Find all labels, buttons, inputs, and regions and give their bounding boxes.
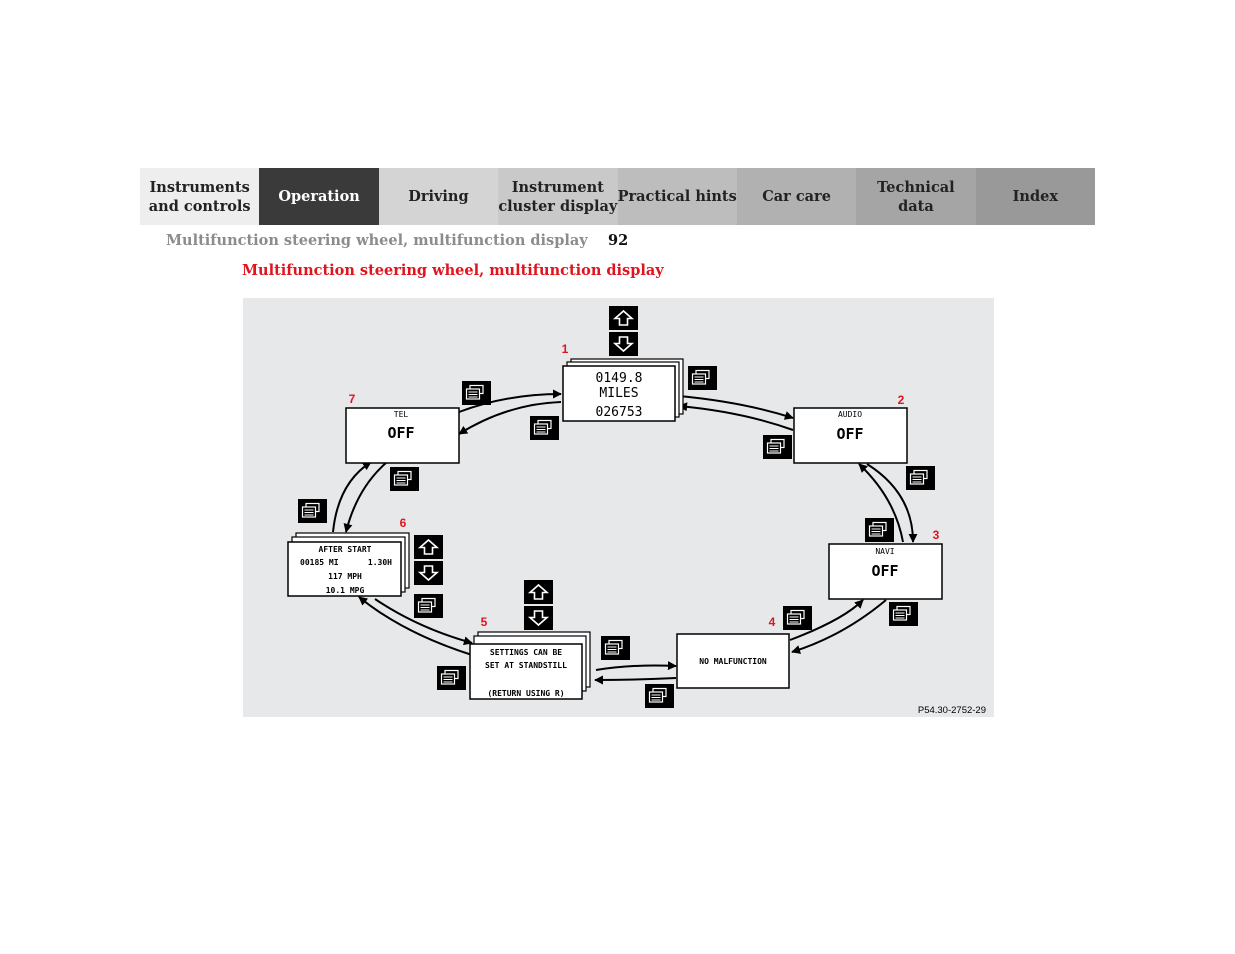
display-6-after-start: AFTER START 00185 MI 1.30H 117 MPH 10.1 … bbox=[287, 516, 410, 597]
page-button-icon bbox=[864, 517, 895, 543]
display-4-text: NO MALFUNCTION bbox=[699, 657, 767, 666]
display-3-navi: NAVI OFF 3 bbox=[828, 528, 943, 600]
display-1-line-3: 026753 bbox=[596, 405, 643, 420]
display-4-number: 4 bbox=[769, 615, 776, 629]
down-arrow-icon bbox=[413, 560, 444, 586]
display-5-settings: SETTINGS CAN BE SET AT STANDSTILL (RETUR… bbox=[469, 615, 591, 700]
display-6-line-2a: 00185 MI bbox=[300, 558, 339, 567]
tab-instruments-and-controls[interactable]: Instruments and controls bbox=[140, 168, 260, 225]
down-arrow-icon bbox=[608, 331, 639, 357]
transition-arrows bbox=[332, 389, 918, 685]
up-arrow-icon bbox=[608, 305, 639, 331]
display-5-line-3: (RETURN USING R) bbox=[487, 689, 564, 698]
display-6-line-2b: 1.30H bbox=[368, 558, 392, 567]
display-2-value: OFF bbox=[836, 425, 863, 443]
display-1-number: 1 bbox=[562, 342, 569, 356]
page-button-icon bbox=[413, 593, 444, 619]
down-arrow-icon bbox=[523, 605, 554, 631]
display-1-trip-odometer: 0149.8 MILES 026753 1 bbox=[562, 342, 684, 422]
top-navigation: Instruments and controls Operation Drivi… bbox=[140, 168, 1095, 225]
display-7-tel: TEL OFF 7 bbox=[345, 392, 460, 464]
display-7-value: OFF bbox=[387, 424, 414, 442]
display-2-number: 2 bbox=[898, 393, 905, 407]
display-5-line-2: SET AT STANDSTILL bbox=[485, 661, 567, 670]
tab-index[interactable]: Index bbox=[975, 168, 1095, 225]
page-button-icon bbox=[644, 683, 675, 709]
page-button-icon bbox=[600, 635, 631, 661]
display-6-line-4: 10.1 MPG bbox=[326, 586, 365, 595]
display-1-line-2: MILES bbox=[599, 386, 638, 401]
display-2-label: AUDIO bbox=[838, 410, 862, 419]
figure-code: P54.30-2752-29 bbox=[918, 705, 986, 716]
page-button-icon bbox=[905, 465, 936, 491]
page-number: 92 bbox=[608, 232, 629, 249]
page-button-icon bbox=[461, 380, 492, 406]
up-arrow-icon bbox=[413, 534, 444, 560]
page-button-icon bbox=[782, 605, 813, 631]
page-button-icon bbox=[762, 434, 793, 460]
display-6-line-1: AFTER START bbox=[319, 545, 372, 554]
display-7-label: TEL bbox=[394, 410, 409, 419]
display-4-malfunction: NO MALFUNCTION 4 bbox=[676, 615, 790, 689]
display-3-label: NAVI bbox=[875, 547, 894, 556]
tab-operation[interactable]: Operation bbox=[259, 168, 379, 225]
display-1-line-1: 0149.8 bbox=[596, 371, 643, 386]
page-button-icon bbox=[297, 498, 328, 524]
page-button-icon bbox=[888, 601, 919, 627]
display-3-number: 3 bbox=[933, 528, 940, 542]
display-5-number: 5 bbox=[481, 615, 488, 629]
section-title: Multifunction steering wheel, multifunct… bbox=[242, 262, 664, 279]
breadcrumb: Multifunction steering wheel, multifunct… bbox=[166, 232, 588, 249]
page-button-icon bbox=[687, 365, 718, 391]
tab-instrument-cluster-display[interactable]: Instrument cluster display bbox=[498, 168, 618, 225]
display-cycle-diagram: 0149.8 MILES 026753 1 AUDIO OFF 2 NAVI O… bbox=[243, 298, 994, 717]
page-button-icon bbox=[529, 415, 560, 441]
display-6-line-3: 117 MPH bbox=[328, 572, 362, 581]
page-button-icon bbox=[436, 665, 467, 691]
page-button-icon bbox=[389, 466, 420, 492]
tab-practical-hints[interactable]: Practical hints bbox=[617, 168, 737, 225]
display-7-number: 7 bbox=[349, 392, 356, 406]
tab-car-care[interactable]: Car care bbox=[736, 168, 857, 225]
tab-technical-data[interactable]: Technical data bbox=[856, 168, 976, 225]
tab-driving[interactable]: Driving bbox=[378, 168, 499, 225]
display-6-number: 6 bbox=[400, 516, 407, 530]
display-5-line-1: SETTINGS CAN BE bbox=[490, 648, 562, 657]
display-3-value: OFF bbox=[871, 562, 898, 580]
display-2-audio: AUDIO OFF 2 bbox=[793, 393, 908, 464]
up-arrow-icon bbox=[523, 579, 554, 605]
